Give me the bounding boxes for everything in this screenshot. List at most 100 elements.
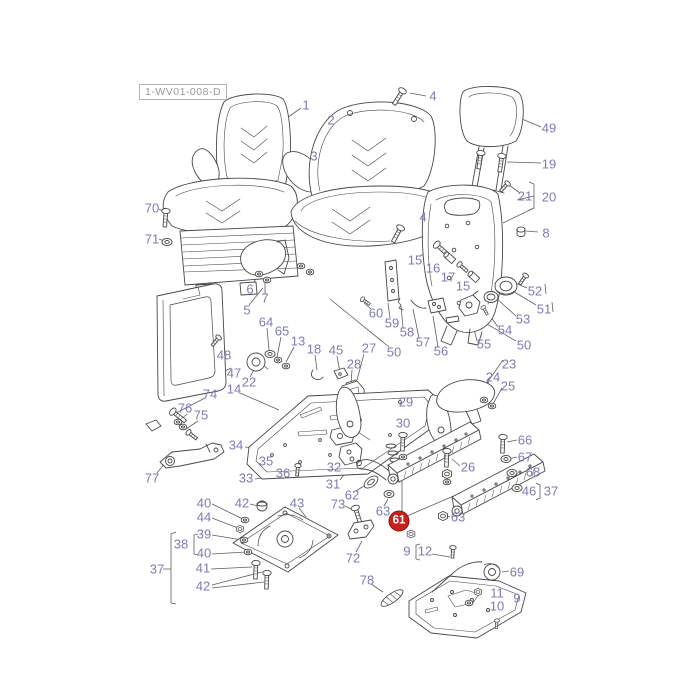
- part-callout-19[interactable]: 19: [541, 156, 557, 172]
- part-callout-22[interactable]: 22: [241, 374, 257, 390]
- part-callout-65[interactable]: 65: [274, 323, 290, 339]
- part-callout-74[interactable]: 74: [202, 386, 218, 402]
- part-callout-4[interactable]: 4: [419, 209, 427, 225]
- part-callout-63[interactable]: 63: [375, 503, 391, 519]
- part-callout-5[interactable]: 5: [243, 302, 251, 318]
- part-callout-17[interactable]: 17: [440, 269, 456, 285]
- part-callout-55[interactable]: 55: [476, 336, 492, 352]
- part-callout-48[interactable]: 48: [216, 347, 232, 363]
- part-callout-60[interactable]: 60: [368, 305, 384, 321]
- part-callout-42[interactable]: 42: [195, 578, 211, 594]
- part-callout-36[interactable]: 36: [275, 465, 291, 481]
- part-callout-34[interactable]: 34: [228, 437, 244, 453]
- part-callout-49[interactable]: 49: [541, 120, 557, 136]
- part-callout-66[interactable]: 66: [517, 432, 533, 448]
- part-callout-16[interactable]: 16: [425, 260, 441, 276]
- armrest-left-drawing: [240, 239, 315, 284]
- part-callout-56[interactable]: 56: [433, 343, 449, 359]
- part-callout-15[interactable]: 15: [407, 252, 423, 268]
- part-callout-32[interactable]: 32: [326, 459, 342, 475]
- part-callout-39[interactable]: 39: [196, 526, 212, 542]
- part-callout-47[interactable]: 47: [226, 365, 242, 381]
- part-callout-9[interactable]: 9: [403, 543, 411, 559]
- part-callout-63[interactable]: 63: [450, 509, 466, 525]
- part-callout-43[interactable]: 43: [289, 495, 305, 511]
- part-callout-58[interactable]: 58: [399, 324, 415, 340]
- part-callout-11[interactable]: 11: [490, 585, 504, 601]
- rear-panel-drawing: [156, 283, 227, 402]
- part-callout-57[interactable]: 57: [415, 334, 431, 350]
- part-callout-14[interactable]: 14: [226, 381, 242, 397]
- part-callout-50[interactable]: 50: [516, 337, 532, 353]
- part-callout-42[interactable]: 42: [234, 495, 250, 511]
- part-callout-24[interactable]: 24: [485, 369, 501, 385]
- part-callout-51[interactable]: 51: [536, 301, 552, 317]
- pivot-bushings-drawing: [359, 259, 530, 317]
- part-callout-54[interactable]: 54: [497, 322, 513, 338]
- part-callout-52[interactable]: 52: [527, 283, 543, 299]
- part-callout-41[interactable]: 41: [195, 560, 211, 576]
- part-callout-6[interactable]: 6: [246, 281, 254, 297]
- part-callout-37[interactable]: 37: [149, 561, 165, 577]
- part-callout-46[interactable]: 46: [521, 483, 537, 499]
- part-callout-21[interactable]: 21: [517, 188, 533, 204]
- rail-hardware-drawing: [347, 431, 523, 607]
- fastener-screws-drawing: [388, 85, 526, 245]
- part-callout-12[interactable]: 12: [417, 543, 433, 559]
- part-callout-8[interactable]: 8: [542, 225, 550, 241]
- part-callout-23[interactable]: 23: [501, 356, 517, 372]
- tilt-linkage-drawing: [145, 406, 225, 469]
- part-callout-1[interactable]: 1: [302, 97, 310, 113]
- part-callout-59[interactable]: 59: [384, 315, 400, 331]
- part-callout-70[interactable]: 70: [144, 200, 160, 216]
- adjuster-knob-drawing: [246, 349, 291, 372]
- part-callout-27[interactable]: 27: [361, 340, 377, 356]
- drawing-code-box: 1-WV01-008-D: [139, 84, 228, 100]
- slide-rails-drawing: [356, 421, 546, 517]
- part-callout-28[interactable]: 28: [346, 356, 362, 372]
- base-plate-drawing: [408, 544, 527, 639]
- part-callout-25[interactable]: 25: [500, 378, 516, 394]
- part-callout-44[interactable]: 44: [196, 509, 212, 525]
- part-callout-38[interactable]: 38: [173, 536, 189, 552]
- part-callout-40[interactable]: 40: [196, 495, 212, 511]
- part-callout-68[interactable]: 68: [525, 464, 541, 480]
- part-callout-67[interactable]: 67: [517, 449, 533, 465]
- part-callout-7[interactable]: 7: [261, 290, 269, 306]
- part-callout-62[interactable]: 62: [344, 487, 360, 503]
- part-callout-31[interactable]: 31: [325, 476, 341, 492]
- highlighted-part-callout-61[interactable]: 61: [388, 510, 410, 532]
- part-callout-20[interactable]: 20: [541, 189, 557, 205]
- part-callout-3[interactable]: 3: [310, 148, 318, 164]
- part-callout-15[interactable]: 15: [455, 278, 471, 294]
- part-callout-75[interactable]: 75: [193, 407, 209, 423]
- part-callout-50[interactable]: 50: [386, 344, 402, 360]
- part-callout-76[interactable]: 76: [177, 400, 193, 416]
- part-callout-40[interactable]: 40: [196, 545, 212, 561]
- part-callout-10[interactable]: 10: [489, 598, 505, 614]
- part-callout-78[interactable]: 78: [359, 572, 375, 588]
- seat-pan-drawing: [246, 386, 452, 480]
- part-callout-26[interactable]: 26: [460, 459, 476, 475]
- part-callout-69[interactable]: 69: [509, 564, 525, 580]
- part-callout-13[interactable]: 13: [290, 333, 306, 349]
- part-callout-77[interactable]: 77: [144, 470, 160, 486]
- part-callout-30[interactable]: 30: [395, 415, 411, 431]
- part-callout-45[interactable]: 45: [328, 342, 344, 358]
- armrest-right-drawing: [436, 379, 497, 425]
- part-callout-4[interactable]: 4: [429, 88, 437, 104]
- part-callout-72[interactable]: 72: [345, 550, 361, 566]
- part-callout-18[interactable]: 18: [306, 341, 322, 357]
- part-callout-33[interactable]: 33: [238, 470, 254, 486]
- part-callout-35[interactable]: 35: [258, 453, 274, 469]
- part-callout-9[interactable]: 9: [513, 590, 521, 606]
- part-callout-64[interactable]: 64: [258, 314, 274, 330]
- part-callout-73[interactable]: 73: [330, 496, 346, 512]
- part-callout-2[interactable]: 2: [327, 112, 335, 128]
- part-callout-53[interactable]: 53: [515, 311, 531, 327]
- part-callout-71[interactable]: 71: [144, 231, 160, 247]
- part-callout-29[interactable]: 29: [398, 394, 414, 410]
- part-callout-37[interactable]: 37: [543, 483, 559, 499]
